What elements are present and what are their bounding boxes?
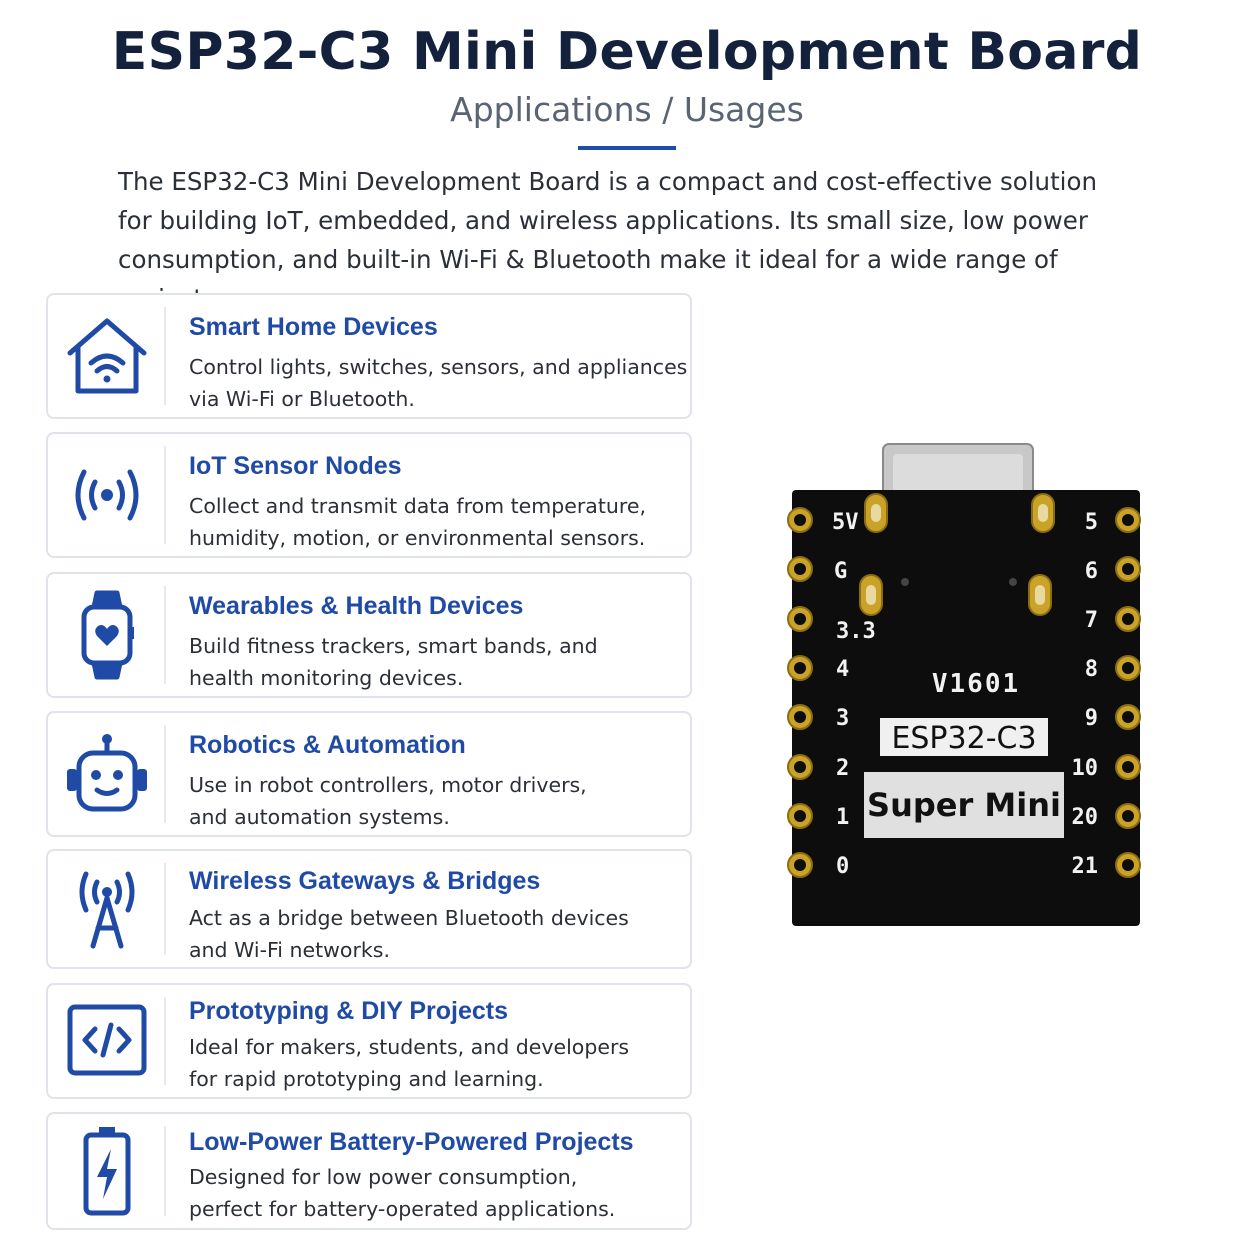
board-version: V1601 (932, 669, 1020, 699)
antenna-tower-icon (62, 864, 152, 954)
pin-label-left: 4 (836, 657, 849, 682)
esp32-c3-board-image: 5V G 3.3 4 3 2 1 0 5 6 7 8 9 10 20 21 V1… (780, 440, 1150, 944)
card-wearables: Wearables & Health Devices Build fitness… (46, 572, 692, 698)
smart-home-wifi-icon (62, 311, 152, 401)
card-robotics: Robotics & Automation Use in robot contr… (46, 711, 692, 837)
pin-label-left: 3 (836, 706, 849, 731)
card-title: Robotics & Automation (189, 731, 466, 759)
chip-label: ESP32-C3 (891, 721, 1036, 756)
page-subtitle: Applications / Usages (450, 90, 804, 129)
card-divider (164, 997, 166, 1085)
intro-paragraph: The ESP32-C3 Mini Development Board is a… (118, 167, 1097, 313)
card-title: Prototyping & DIY Projects (189, 997, 509, 1025)
card-description: Designed for low power consumption, perf… (189, 1165, 616, 1221)
card-title: IoT Sensor Nodes (189, 452, 402, 480)
pin-label-right: 8 (1085, 657, 1098, 682)
pin-label-right: 20 (1072, 805, 1099, 830)
card-description: Use in robot controllers, motor drivers,… (189, 773, 587, 829)
pin-label-right: 21 (1072, 854, 1099, 879)
card-divider (164, 725, 166, 823)
card-divider (164, 307, 166, 405)
card-prototyping: Prototyping & DIY Projects Ideal for mak… (46, 983, 692, 1099)
code-icon (62, 996, 152, 1086)
card-title: Wearables & Health Devices (189, 592, 524, 620)
pin-label-left: 0 (836, 854, 849, 879)
card-iot-sensor: IoT Sensor Nodes Collect and transmit da… (46, 432, 692, 558)
card-description: Build fitness trackers, smart bands, and… (189, 634, 598, 690)
robot-icon (62, 729, 152, 819)
pin-label-right: 6 (1085, 559, 1098, 584)
board-name-label: Super Mini (867, 786, 1061, 824)
pin-label-left: 2 (836, 756, 849, 781)
pin-label-left: G (834, 559, 847, 584)
pin-label-left: 1 (836, 805, 849, 830)
card-divider (164, 586, 166, 684)
card-title: Smart Home Devices (189, 313, 438, 341)
smartwatch-heart-icon (62, 590, 152, 680)
card-divider (164, 1126, 166, 1216)
radio-signal-icon (62, 450, 152, 540)
card-title: Wireless Gateways & Bridges (189, 867, 541, 895)
page-title: ESP32-C3 Mini Development Board (111, 22, 1143, 82)
card-divider (164, 863, 166, 955)
card-smart-home: Smart Home Devices Control lights, switc… (46, 293, 692, 419)
card-description: Collect and transmit data from temperatu… (189, 494, 646, 550)
pin-label-right: 9 (1085, 706, 1098, 731)
title-underline (578, 146, 676, 150)
card-gateways: Wireless Gateways & Bridges Act as a bri… (46, 849, 692, 969)
pin-label-right: 10 (1072, 756, 1099, 781)
card-title: Low-Power Battery-Powered Projects (189, 1128, 634, 1156)
card-divider (164, 446, 166, 544)
pin-label-left: 5V (832, 510, 859, 535)
pin-label-right: 7 (1085, 608, 1098, 633)
card-low-power: Low-Power Battery-Powered Projects Desig… (46, 1112, 692, 1230)
card-description: Ideal for makers, students, and develope… (189, 1035, 630, 1091)
pin-label-left: 3.3 (836, 619, 876, 644)
battery-bolt-icon (62, 1126, 152, 1216)
pin-label-right: 5 (1085, 510, 1098, 535)
card-description: Control lights, switches, sensors, and a… (189, 355, 688, 411)
card-description: Act as a bridge between Bluetooth device… (189, 906, 629, 962)
